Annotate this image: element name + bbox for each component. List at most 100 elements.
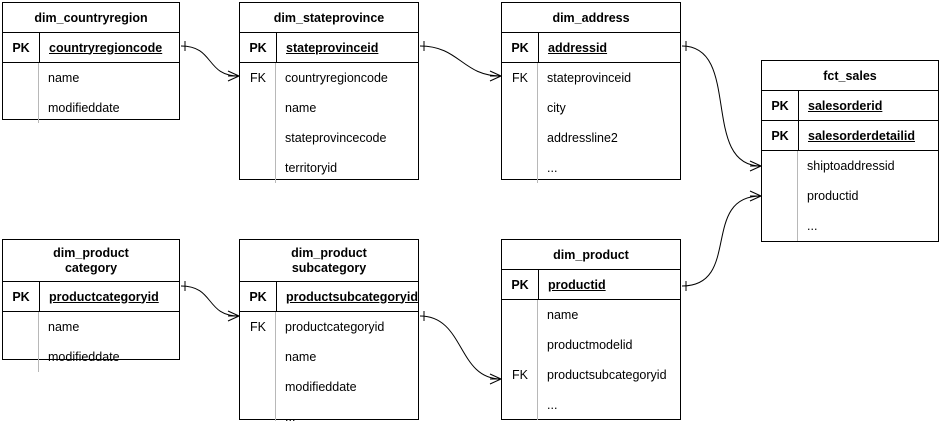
- attribute-row[interactable]: ...: [502, 390, 680, 420]
- attribute-row[interactable]: FK productsubcategoryid: [502, 360, 680, 390]
- attribute-row[interactable]: name: [3, 63, 179, 93]
- cardinality-many-marker: [489, 373, 502, 385]
- attribute-name: name: [48, 320, 80, 334]
- key-field-name: productsubcategoryid: [276, 282, 418, 311]
- attribute-name: name: [48, 71, 80, 85]
- entity-title-line: dim_product: [291, 246, 367, 260]
- key-column-divider: [502, 63, 538, 183]
- key-column-divider: [3, 312, 39, 372]
- entity-title-line: dim_stateprovince: [273, 11, 385, 25]
- attribute-name: countryregioncode: [285, 71, 388, 85]
- attribute-name: shiptoaddressid: [807, 159, 895, 173]
- attribute-name: city: [547, 101, 566, 115]
- relationship-line: [681, 45, 762, 167]
- attribute-row[interactable]: productid: [762, 181, 938, 211]
- key-row[interactable]: PK addressid: [502, 33, 680, 63]
- attribute-name: modifieddate: [48, 350, 120, 364]
- attribute-row[interactable]: ...: [762, 211, 938, 241]
- attribute-row[interactable]: name: [3, 312, 179, 342]
- attribute-row[interactable]: productmodelid: [502, 330, 680, 360]
- entity-title-line: category: [64, 261, 118, 275]
- key-row[interactable]: PK productsubcategoryid: [240, 282, 418, 312]
- key-marker: PK: [249, 289, 267, 304]
- entity-title: dim_stateprovince: [240, 3, 418, 33]
- attribute-name: addressline2: [547, 131, 618, 145]
- attribute-block: shiptoaddressid productid...: [762, 151, 938, 241]
- key-field-name: salesorderdetailid: [798, 121, 938, 150]
- entity-title-line: subcategory: [291, 261, 367, 275]
- attribute-name: ...: [285, 410, 296, 421]
- attribute-row[interactable]: ...: [502, 153, 680, 183]
- attribute-name: stateprovinceid: [547, 71, 632, 85]
- relationship-rel-subcategory-product: [419, 311, 502, 385]
- relationship-line: [180, 285, 240, 317]
- attribute-row[interactable]: name: [240, 342, 418, 372]
- key-field-name: stateprovinceid: [276, 33, 418, 62]
- key-row[interactable]: PK stateprovinceid: [240, 33, 418, 63]
- attribute-block: name modifieddate: [3, 63, 179, 123]
- entity-title: dim_countryregion: [3, 3, 179, 33]
- key-row[interactable]: PK salesorderdetailid: [762, 121, 938, 151]
- attribute-name: name: [285, 101, 317, 115]
- attribute-name: productid: [807, 189, 859, 203]
- key-column-divider: [3, 63, 39, 123]
- relationship-rel-category-subcategory: [180, 281, 240, 322]
- attribute-row[interactable]: modifieddate: [3, 342, 179, 372]
- key-column-divider: [240, 312, 276, 421]
- attribute-row[interactable]: city: [502, 93, 680, 123]
- relationship-rel-product-sales: [681, 190, 762, 291]
- attribute-row[interactable]: ...: [240, 402, 418, 421]
- attribute-row[interactable]: modifieddate: [240, 372, 418, 402]
- entity-title: fct_sales: [762, 61, 938, 91]
- attribute-row[interactable]: addressline2: [502, 123, 680, 153]
- attribute-name: name: [285, 350, 317, 364]
- key-column-divider: [762, 151, 798, 241]
- attribute-block: name modifieddate: [3, 312, 179, 372]
- attribute-row[interactable]: stateprovincecode: [240, 123, 418, 153]
- attribute-marker: FK: [512, 368, 528, 382]
- attribute-name: productsubcategoryid: [547, 368, 667, 382]
- key-field-name: salesorderid: [798, 91, 938, 120]
- attribute-name: ...: [547, 398, 558, 412]
- key-marker: PK: [249, 40, 267, 55]
- attribute-name: modifieddate: [285, 380, 357, 394]
- attribute-row[interactable]: name: [502, 300, 680, 330]
- cardinality-many-marker: [489, 70, 502, 82]
- key-marker: PK: [771, 128, 789, 143]
- attribute-row[interactable]: territoryid: [240, 153, 418, 183]
- key-field-name: countryregioncode: [39, 33, 179, 62]
- attribute-row[interactable]: name: [240, 93, 418, 123]
- attribute-row[interactable]: modifieddate: [3, 93, 179, 123]
- key-field-name: addressid: [538, 33, 680, 62]
- attribute-row[interactable]: shiptoaddressid: [762, 151, 938, 181]
- cardinality-many-marker: [749, 190, 762, 202]
- cardinality-many-marker: [749, 160, 762, 172]
- attribute-name: ...: [547, 161, 558, 175]
- attribute-name: name: [547, 308, 579, 322]
- entity-title: dim_product: [502, 240, 680, 270]
- relationship-rel-countryregion-stateprovince: [180, 41, 240, 82]
- cardinality-many-marker: [227, 310, 240, 322]
- key-marker: PK: [511, 40, 529, 55]
- cardinality-many-marker: [227, 70, 240, 82]
- key-field-name: productid: [538, 270, 680, 299]
- relationship-line: [681, 195, 762, 287]
- entity-title-line: dim_product: [553, 248, 629, 262]
